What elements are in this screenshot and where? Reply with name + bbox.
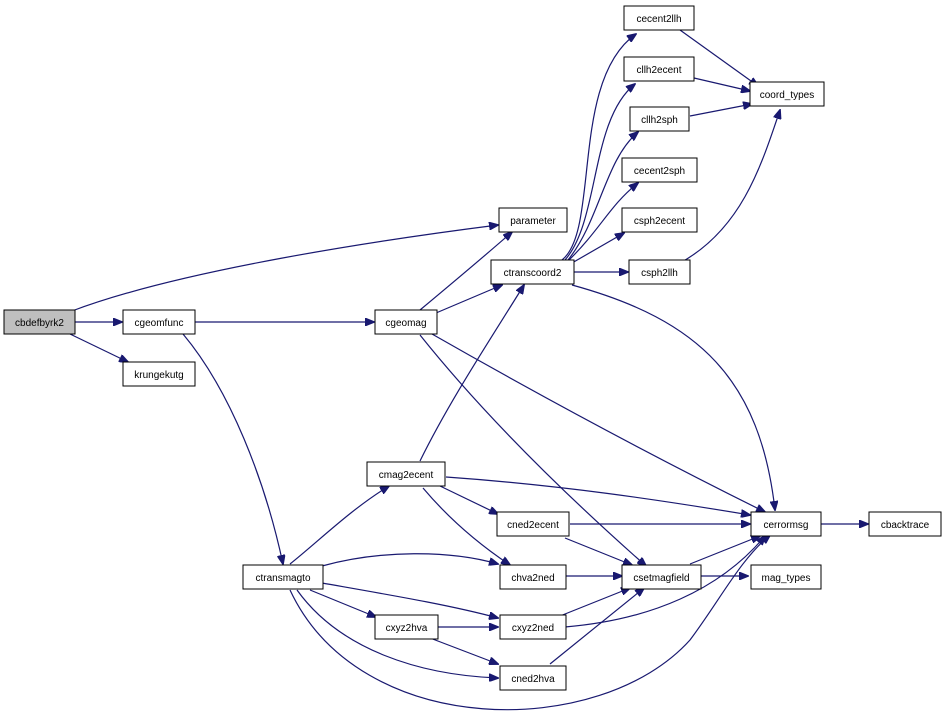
edge-cbdefbyrk2-krungekutg bbox=[69, 333, 128, 362]
edge-cmag2ecent-chva2ned bbox=[422, 487, 510, 565]
node-label: cecent2llh bbox=[636, 14, 681, 25]
edge-cned2ecent-csetmagfield bbox=[564, 537, 632, 565]
node-ctransmagto[interactable]: ctransmagto bbox=[242, 564, 324, 590]
edge-ctransmagto-cerrormsg bbox=[289, 535, 770, 711]
edge-cxyz2hva-cned2hva bbox=[429, 637, 498, 664]
node-label: mag_types bbox=[762, 573, 811, 584]
edge-ctransmagto-cxyz2ned bbox=[321, 582, 498, 618]
node-cned2hva[interactable]: cned2hva bbox=[499, 665, 567, 691]
node-cllh2sph[interactable]: cllh2sph bbox=[629, 106, 690, 132]
node-cxyz2ned[interactable]: cxyz2ned bbox=[499, 614, 567, 640]
edge-cgeomfunc-ctransmagto bbox=[182, 333, 283, 564]
node-label: krungekutg bbox=[134, 370, 183, 381]
edge-ctransmagto-chva2ned bbox=[321, 553, 498, 567]
node-label: ctranscoord2 bbox=[504, 268, 562, 279]
node-cgeomag[interactable]: cgeomag bbox=[374, 309, 438, 335]
edge-ctranscoord2-cllh2ecent bbox=[564, 84, 635, 261]
edge-csetmagfield-cerrormsg bbox=[689, 536, 760, 565]
node-mag_types[interactable]: mag_types bbox=[750, 564, 822, 590]
edge-ctranscoord2-cecent2llh bbox=[561, 34, 636, 261]
node-label: csetmagfield bbox=[633, 573, 689, 584]
node-krungekutg[interactable]: krungekutg bbox=[122, 361, 196, 387]
node-label: coord_types bbox=[760, 90, 814, 101]
node-cecent2llh[interactable]: cecent2llh bbox=[623, 5, 695, 31]
edge-cgeomag-csetmagfield bbox=[419, 334, 646, 566]
node-label: cned2hva bbox=[511, 674, 555, 685]
node-chva2ned[interactable]: chva2ned bbox=[499, 564, 567, 590]
node-parameter[interactable]: parameter bbox=[498, 207, 568, 233]
node-label: cned2ecent bbox=[507, 520, 559, 531]
edges bbox=[69, 29, 868, 711]
edge-cgeomag-parameter bbox=[419, 232, 512, 311]
edge-cbdefbyrk2-parameter bbox=[71, 225, 498, 312]
edge-ctranscoord2-cecent2sph bbox=[567, 183, 638, 262]
edge-cxyz2ned-cerrormsg bbox=[564, 536, 765, 628]
node-cbdefbyrk2[interactable]: cbdefbyrk2 bbox=[3, 309, 76, 335]
node-label: csph2ecent bbox=[634, 216, 685, 227]
node-label: cerrormsg bbox=[763, 520, 808, 531]
edge-ctranscoord2-csph2ecent bbox=[571, 233, 624, 264]
node-cecent2sph[interactable]: cecent2sph bbox=[621, 157, 698, 183]
edge-cgeomag-ctranscoord2 bbox=[435, 285, 502, 314]
edge-ctransmagto-cmag2ecent bbox=[289, 486, 389, 565]
edge-cmag2ecent-ctranscoord2 bbox=[419, 285, 524, 462]
edge-cllh2ecent-coord_types bbox=[693, 77, 750, 91]
edge-cxyz2ned-csetmagfield bbox=[559, 588, 630, 617]
edge-ctranscoord2-cerrormsg bbox=[571, 284, 775, 510]
node-cerrormsg[interactable]: cerrormsg bbox=[750, 511, 822, 537]
node-label: cxyz2hva bbox=[386, 623, 428, 634]
node-label: csph2llh bbox=[641, 268, 678, 279]
node-label: cllh2sph bbox=[641, 115, 678, 126]
node-ctranscoord2[interactable]: ctranscoord2 bbox=[490, 259, 575, 285]
node-label: ctransmagto bbox=[255, 573, 310, 584]
node-label: cllh2ecent bbox=[636, 65, 681, 76]
node-label: chva2ned bbox=[511, 573, 554, 584]
edge-ctransmagto-cxyz2hva bbox=[309, 589, 376, 617]
node-label: cmag2ecent bbox=[379, 470, 434, 481]
edge-ctransmagto-cned2hva bbox=[296, 589, 498, 678]
node-cned2ecent[interactable]: cned2ecent bbox=[496, 511, 570, 537]
nodes: cbdefbyrk2 cgeomfunc krungekutg cgeomag … bbox=[3, 5, 942, 691]
node-cgeomfunc[interactable]: cgeomfunc bbox=[122, 309, 196, 335]
node-label: cgeomag bbox=[385, 318, 426, 329]
node-csetmagfield[interactable]: csetmagfield bbox=[621, 564, 702, 590]
node-coord_types[interactable]: coord_types bbox=[749, 81, 825, 107]
node-label: parameter bbox=[510, 216, 556, 227]
node-label: cbdefbyrk2 bbox=[15, 318, 64, 329]
edge-cgeomag-cerrormsg bbox=[431, 333, 765, 512]
node-label: cecent2sph bbox=[634, 166, 685, 177]
node-label: cgeomfunc bbox=[135, 318, 184, 329]
node-cbacktrace[interactable]: cbacktrace bbox=[868, 511, 942, 537]
node-label: cxyz2ned bbox=[512, 623, 554, 634]
node-csph2ecent[interactable]: csph2ecent bbox=[621, 207, 698, 233]
node-cmag2ecent[interactable]: cmag2ecent bbox=[366, 461, 446, 487]
edge-csph2llh-coord_types bbox=[679, 110, 780, 264]
edge-cned2hva-csetmagfield bbox=[549, 588, 644, 665]
edge-cecent2llh-coord_types bbox=[679, 29, 758, 86]
edge-cllh2sph-coord_types bbox=[689, 104, 752, 117]
node-csph2llh[interactable]: csph2llh bbox=[628, 259, 691, 285]
node-label: cbacktrace bbox=[881, 520, 930, 531]
edge-ctranscoord2-cllh2sph bbox=[567, 132, 638, 261]
node-cllh2ecent[interactable]: cllh2ecent bbox=[623, 56, 695, 82]
node-cxyz2hva[interactable]: cxyz2hva bbox=[374, 614, 439, 640]
edge-cmag2ecent-cerrormsg bbox=[445, 476, 750, 515]
edge-cmag2ecent-cned2ecent bbox=[439, 485, 498, 514]
